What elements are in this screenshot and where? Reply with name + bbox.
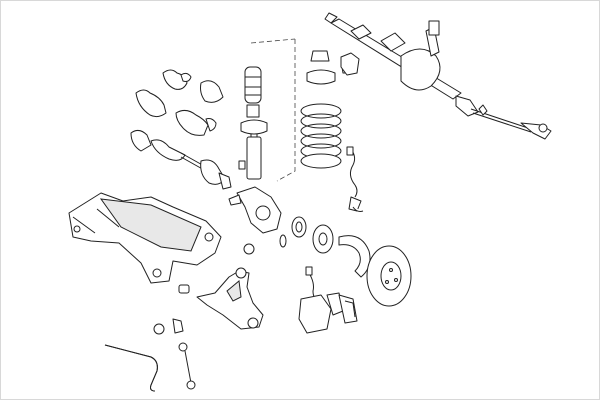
tie-rod-end [520,122,552,140]
tie-rod [455,95,532,133]
strut-mount [306,50,360,85]
coil-spring [300,103,342,169]
wheel-bearing [291,216,307,238]
drive-shaft [130,129,232,190]
strut-bump-stop [244,66,262,118]
stabilizer-bar [104,344,158,392]
control-arm [196,267,264,330]
wheel-hub [312,224,334,254]
assembly-guide-line [250,38,296,44]
brake-disc [366,245,412,307]
control-arm-bushings [153,243,255,335]
steering-knuckle [228,186,282,234]
dust-shield [338,235,371,278]
shock-absorber [238,119,268,180]
bearing-clip [279,234,287,248]
stabilizer-link [178,342,196,390]
subframe [68,192,222,284]
axle-boots [135,69,224,136]
assembly-guide-line [276,39,296,182]
brake-caliper [298,292,358,334]
abs-sensor [346,146,364,212]
